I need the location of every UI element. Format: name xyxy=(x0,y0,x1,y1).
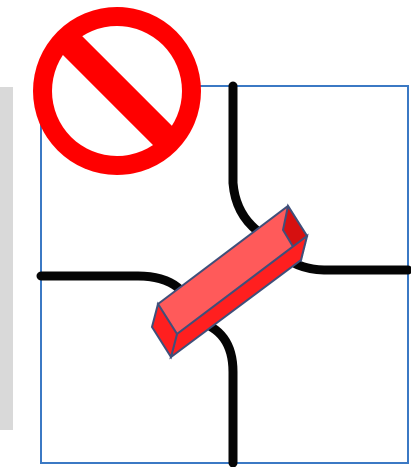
no-entry-icon xyxy=(33,7,201,175)
left-side-strip xyxy=(0,87,13,430)
